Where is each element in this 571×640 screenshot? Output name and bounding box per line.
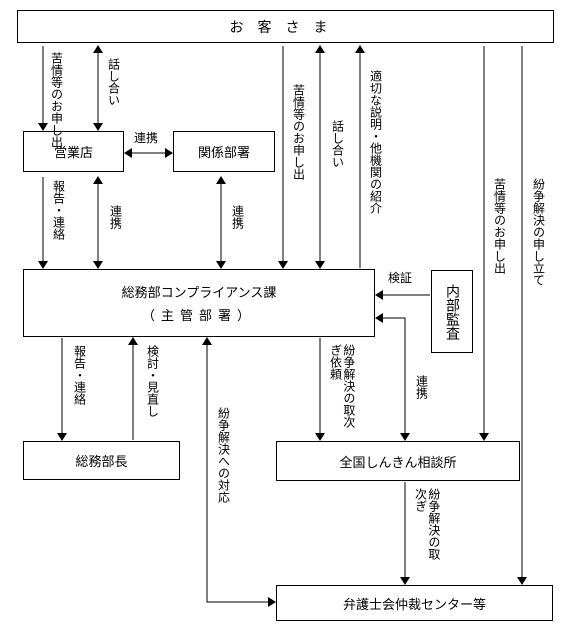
general-manager-label: 総務部長 [75, 455, 128, 470]
internal-audit-box: 内部監査 [431, 270, 473, 353]
talk-label-2: 話し合い [330, 120, 345, 168]
report-label-2: 報告・連絡 [72, 345, 87, 405]
coop-label-related-compliance: 連携 [230, 205, 245, 229]
customer-box: お客さま [17, 10, 554, 43]
internal-audit-label: 内部監査 [444, 283, 460, 340]
review-label: 検討・見直し [145, 345, 160, 417]
complaint-label-2: 苦情等のお申し出 [291, 84, 306, 180]
arrow-coop-compliance-shinkin [376, 317, 410, 441]
verification-label: 検証 [388, 271, 413, 285]
complaint-label-1: 苦情等のお申し出 [49, 52, 64, 148]
complaint-label-3: 苦情等のお申し出 [492, 178, 507, 274]
coop-label-compliance-shinkin: 連携 [414, 375, 429, 399]
related-dept-box: 関係部署 [173, 131, 275, 172]
dispute-filing-label: 紛争解決の申し立て [531, 178, 546, 286]
customer-label: お客さま [229, 19, 342, 36]
report-label-1: 報告・連絡 [51, 180, 66, 240]
bar-association-center-box: 弁護士会仲裁センター等 [276, 585, 553, 621]
coop-label-sales-compliance: 連携 [108, 205, 123, 229]
explanation-label: 適切な説明・他機関の紹介 [368, 70, 383, 214]
sales-office-label: 営業店 [53, 146, 93, 161]
compliance-section-label: 総務部コンプライアンス課 [121, 286, 277, 301]
related-dept-label: 関係部署 [197, 146, 250, 161]
sales-office-box: 営業店 [23, 131, 124, 172]
general-manager-box: 総務部長 [23, 441, 180, 480]
dispute-relay-label: 紛争解決の取次ぎ [413, 488, 441, 560]
bar-association-center-label: 弁護士会仲裁センター等 [342, 597, 486, 613]
arrow-dispute-response-down [206, 338, 276, 607]
shinkin-consultation-center-box: 全国しんきん相談所 [276, 441, 520, 481]
compliance-section-box: 総務部コンプライアンス課 （主管部署） [23, 269, 375, 337]
talk-label-1: 話し合い [106, 58, 121, 106]
dispute-response-label: 紛争解決への対応 [216, 407, 231, 503]
coop-label-sales-related: 連携 [134, 131, 159, 145]
shinkin-consultation-center-label: 全国しんきん相談所 [339, 455, 457, 471]
dispute-request-label: 紛争解決の取次ぎ依頼 [328, 344, 356, 428]
main-department-label: （主管部署） [141, 309, 256, 324]
